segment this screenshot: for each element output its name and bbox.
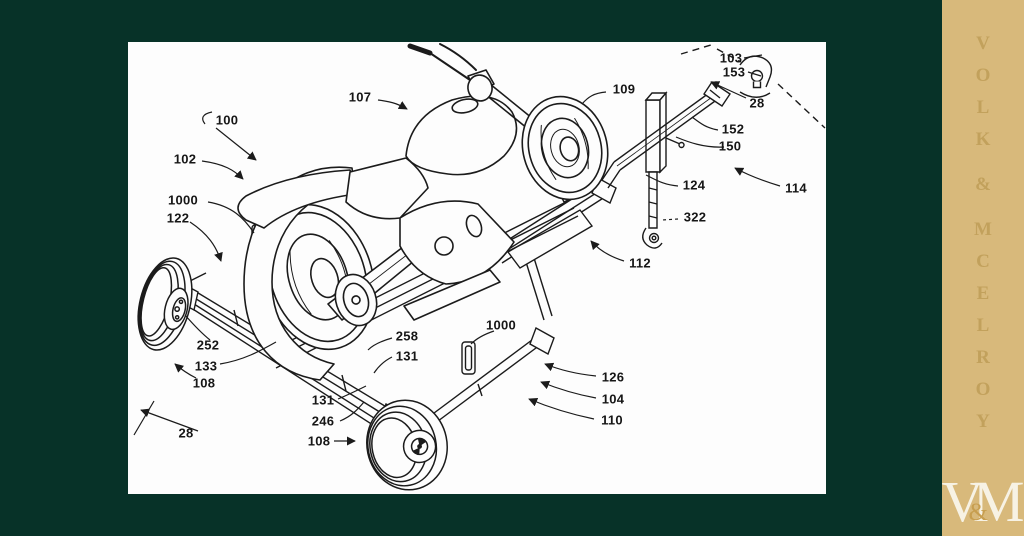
patent-figure-svg — [133, 43, 826, 491]
vertical-text-letter: O — [975, 65, 991, 86]
ref-label-124: 124 — [682, 177, 706, 193]
vertical-text-letter: K — [975, 129, 991, 150]
ref-label-102: 102 — [173, 151, 197, 167]
ref-label-108: 108 — [307, 433, 331, 449]
ref-label-103: 103 — [719, 50, 743, 66]
ref-label-109: 109 — [612, 81, 636, 97]
brand-logo: V & M — [941, 466, 1024, 534]
ref-label-150: 150 — [718, 138, 742, 154]
trailer-left-wheel — [137, 257, 193, 351]
vertical-text-letter: O — [975, 379, 991, 400]
vertical-text-letter: L — [976, 97, 990, 118]
ref-label-114: 114 — [785, 180, 807, 196]
logo-ampersand: & — [968, 499, 988, 526]
trailer-bottom-wheel — [366, 399, 448, 491]
ref-label-28: 28 — [749, 95, 765, 111]
logo-letter-v: V — [941, 468, 984, 534]
ref-label-100: 100 — [215, 112, 239, 128]
ref-label-107: 107 — [348, 89, 372, 105]
ref-label-1000: 1000 — [167, 192, 199, 208]
ref-label-153: 153 — [722, 64, 746, 80]
vertical-text-letter: L — [976, 315, 990, 336]
motorcycle-drawing — [237, 43, 609, 381]
vertical-text-letter: M — [974, 219, 992, 240]
ref-label-258: 258 — [395, 328, 419, 344]
vertical-text-letter: C — [976, 251, 990, 272]
leader-lines — [133, 54, 781, 446]
ref-label-110: 110 — [601, 412, 623, 428]
logo-letter-m: M — [972, 468, 1024, 534]
tow-vehicle-hitch — [680, 44, 826, 129]
ref-label-28: 28 — [178, 425, 194, 441]
vertical-text-letter: V — [976, 33, 990, 54]
ref-label-126: 126 — [601, 369, 625, 385]
ref-label-131: 131 — [311, 392, 335, 408]
ref-label-322: 322 — [683, 209, 707, 225]
ref-label-108: 108 — [192, 375, 216, 391]
ref-label-133: 133 — [194, 358, 218, 374]
vertical-text-letter: Y — [976, 411, 990, 432]
ref-label-104: 104 — [601, 391, 625, 407]
ref-label-1000: 1000 — [485, 317, 517, 333]
vertical-text-letter: & — [975, 174, 991, 195]
ref-label-246: 246 — [311, 413, 335, 429]
ref-label-122: 122 — [166, 210, 190, 226]
ref-label-112: 112 — [629, 255, 651, 271]
ref-label-252: 252 — [196, 337, 220, 353]
vertical-text-letter: E — [976, 283, 990, 304]
vertical-text-letter: R — [976, 347, 990, 368]
ref-label-152: 152 — [721, 121, 745, 137]
ref-label-131: 131 — [395, 348, 419, 364]
